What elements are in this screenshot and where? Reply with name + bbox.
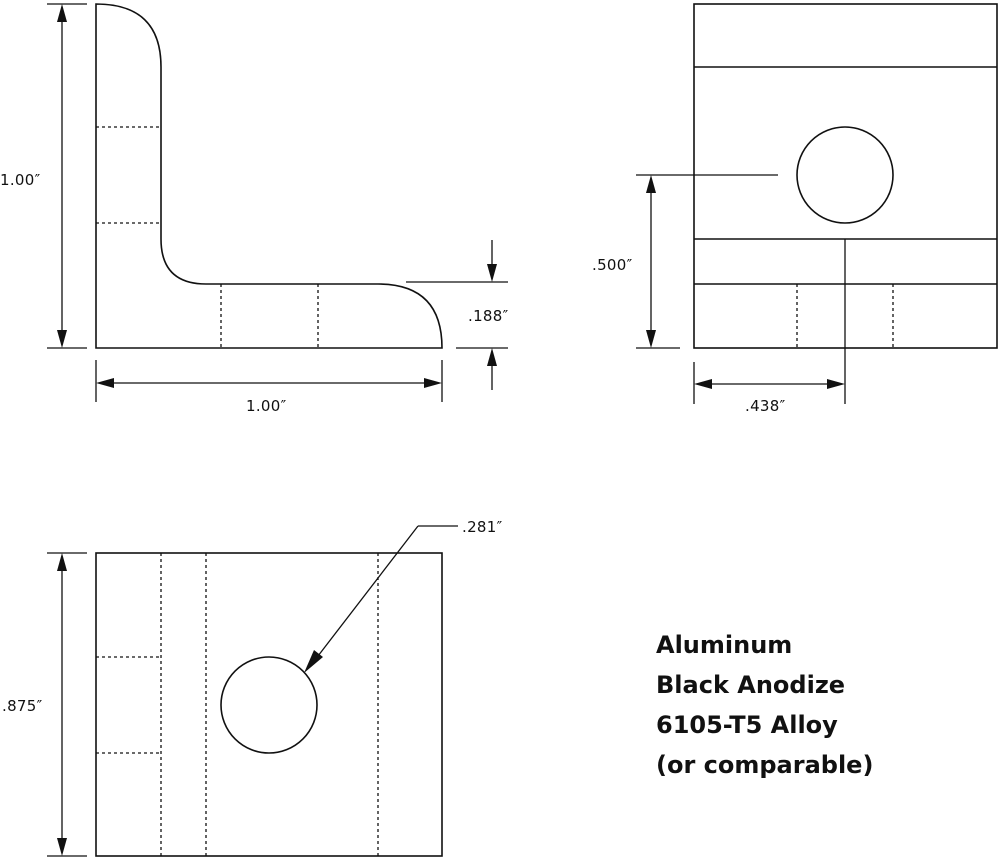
hole-height-dimension: .500″ [592, 174, 778, 349]
hole-offset-label: .438″ [745, 397, 786, 415]
finish-note: Black Anodize [656, 671, 846, 699]
top-view-outline [95, 552, 443, 857]
side-view: 1.00″ 1.00″ .188″ [0, 3, 509, 415]
qualifier-note: (or comparable) [656, 751, 874, 779]
flange-thickness-label: .188″ [468, 307, 509, 325]
side-width-dimension: 1.00″ [95, 360, 443, 415]
alloy-note: 6105-T5 Alloy [656, 711, 838, 739]
specification-notes: Aluminum Black Anodize 6105-T5 Alloy (or… [656, 625, 873, 785]
front-view-hole [796, 126, 894, 224]
side-width-label: 1.00″ [246, 397, 287, 415]
flange-thickness-dimension: .188″ [406, 240, 509, 390]
front-view: .500″ .438″ [592, 3, 998, 415]
hole-height-label: .500″ [592, 256, 633, 274]
hole-offset-dimension: .438″ [693, 239, 846, 415]
side-height-dimension: 1.00″ [0, 3, 87, 349]
top-view: .281″ .875″ [2, 518, 503, 857]
base-depth-label: .875″ [2, 697, 43, 715]
material-note: Aluminum [656, 631, 793, 659]
side-view-profile [95, 3, 443, 349]
side-height-label: 1.00″ [0, 171, 41, 189]
top-view-hole [220, 656, 318, 754]
base-depth-dimension: .875″ [2, 552, 87, 857]
hole-diameter-label: .281″ [462, 518, 503, 536]
hole-diameter-leader: .281″ [304, 518, 503, 673]
